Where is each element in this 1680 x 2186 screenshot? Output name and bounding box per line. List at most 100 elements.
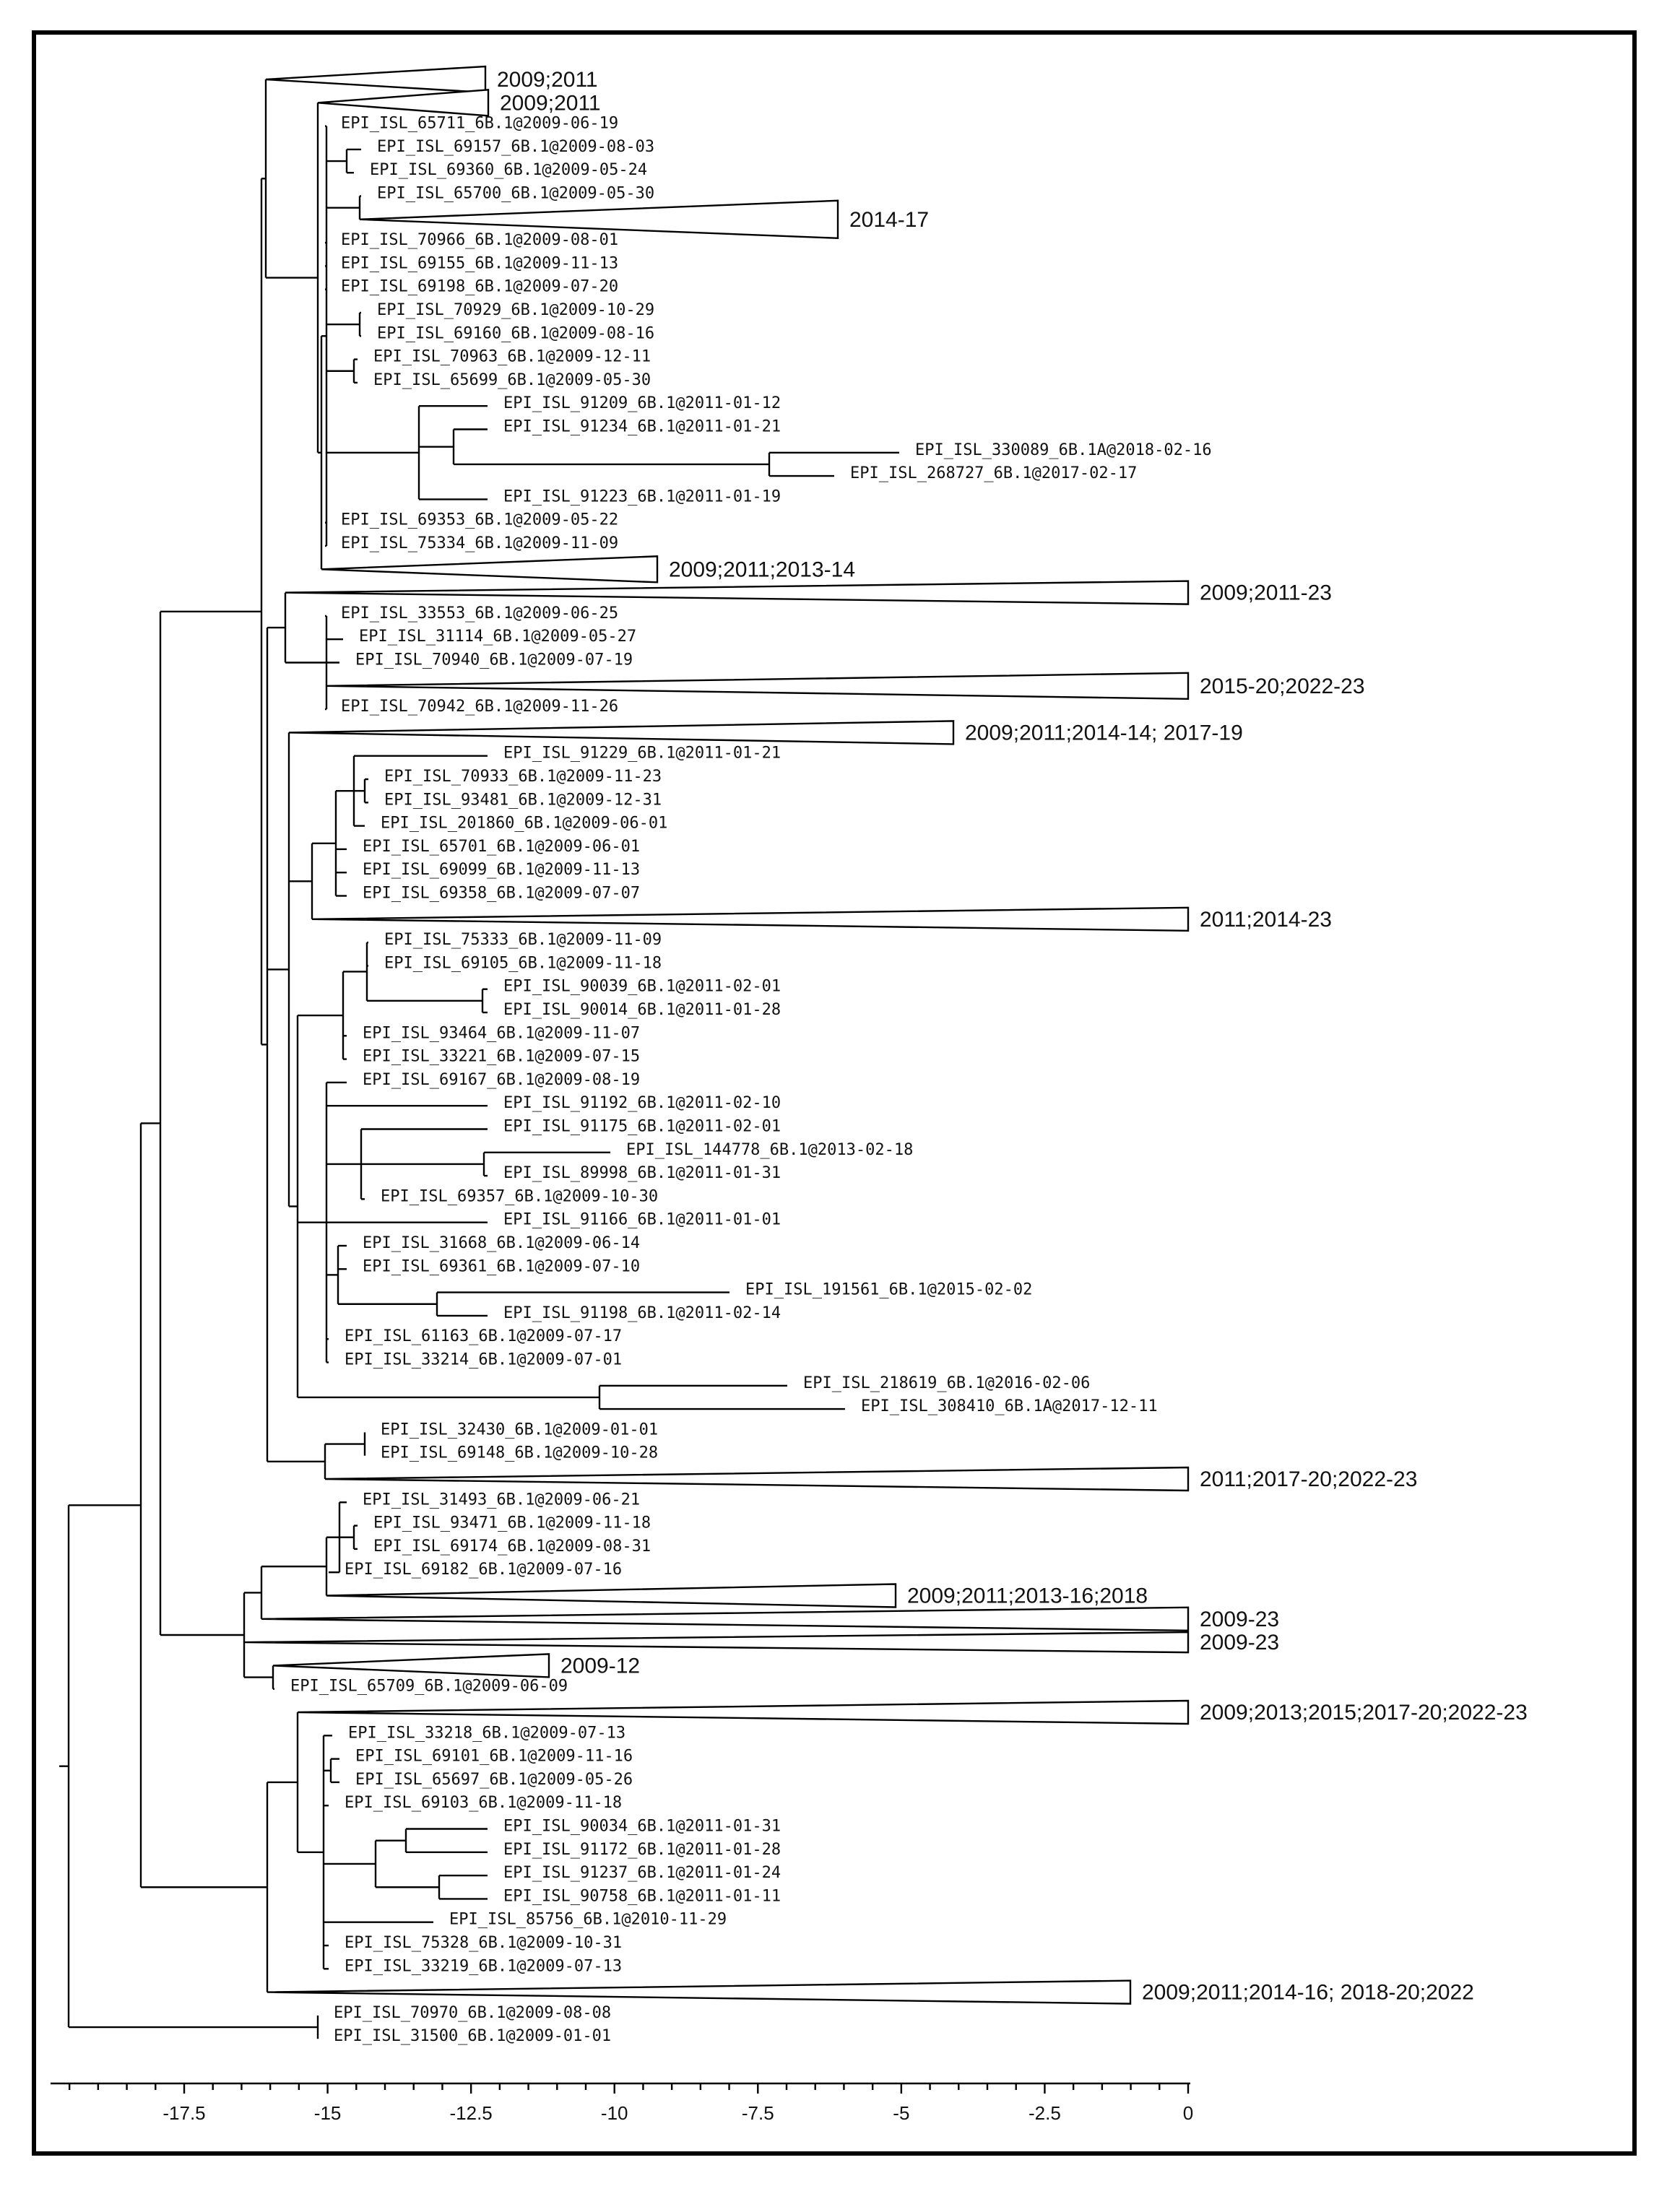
leaf-label: EPI_ISL_70940_6B.1@2009-07-19	[355, 651, 633, 669]
clade-label: 2009;2013;2015;2017-20;2022-23	[1200, 1701, 1528, 1725]
leaf-label: EPI_ISL_32430_6B.1@2009-01-01	[381, 1421, 658, 1439]
axis-tick-label: -17.5	[163, 2102, 205, 2124]
clade-label: 2009;2011;2014-14; 2017-19	[965, 721, 1243, 745]
leaf-label: EPI_ISL_69198_6B.1@2009-07-20	[341, 278, 618, 296]
leaf-label: EPI_ISL_330089_6B.1A@2018-02-16	[915, 441, 1212, 459]
leaf-label: EPI_ISL_91166_6B.1@2011-01-01	[503, 1211, 781, 1229]
leaf-label: EPI_ISL_191561_6B.1@2015-02-02	[745, 1281, 1032, 1299]
collapsed-clade[interactable]	[326, 1583, 897, 1608]
leaf-label: EPI_ISL_218619_6B.1@2016-02-06	[803, 1374, 1090, 1392]
clade-label: 2009;2011;2013-16;2018	[907, 1584, 1148, 1608]
leaf-label: EPI_ISL_91237_6B.1@2011-01-24	[503, 1864, 781, 1882]
leaf-label: EPI_ISL_65700_6B.1@2009-05-30	[377, 185, 654, 203]
figure-frame	[32, 30, 1637, 2156]
collapsed-clade[interactable]	[297, 1699, 1190, 1725]
clade-label: 2009;2011	[497, 68, 598, 92]
clade-label: 2009;2011;2013-14	[669, 558, 855, 581]
leaf-label: EPI_ISL_33553_6B.1@2009-06-25	[341, 604, 618, 623]
leaf-label: EPI_ISL_33221_6B.1@2009-07-15	[363, 1048, 640, 1066]
leaf-label: EPI_ISL_65701_6B.1@2009-06-01	[363, 838, 640, 856]
leaf-label: EPI_ISL_85756_6B.1@2010-11-29	[449, 1911, 727, 1929]
leaf-label: EPI_ISL_31668_6B.1@2009-06-14	[363, 1234, 640, 1252]
collapsed-clade[interactable]	[317, 89, 490, 117]
leaf-label: EPI_ISL_65697_6B.1@2009-05-26	[355, 1771, 633, 1789]
leaf-label: EPI_ISL_90758_6B.1@2011-01-11	[503, 1887, 781, 1905]
leaf-label: EPI_ISL_90039_6B.1@2011-02-01	[503, 978, 781, 996]
clade-label: 2011;2014-23	[1200, 908, 1332, 932]
leaf-label: EPI_ISL_90014_6B.1@2011-01-28	[503, 1001, 781, 1019]
collapsed-clade[interactable]	[285, 580, 1190, 605]
leaf-label: EPI_ISL_69157_6B.1@2009-08-03	[377, 138, 654, 156]
leaf-label: EPI_ISL_69099_6B.1@2009-11-13	[363, 861, 640, 879]
axis-tick-label: -7.5	[742, 2102, 774, 2124]
clade-label: 2009;2011;2014-16; 2018-20;2022	[1142, 1981, 1474, 2005]
leaf-label: EPI_ISL_91175_6B.1@2011-02-01	[503, 1118, 781, 1136]
collapsed-clade[interactable]	[326, 672, 1190, 701]
clade-label: 2009;2011	[500, 91, 601, 115]
leaf-label: EPI_ISL_91223_6B.1@2011-01-19	[503, 487, 781, 506]
leaf-label: EPI_ISL_69101_6B.1@2009-11-16	[355, 1748, 633, 1766]
collapsed-clade[interactable]	[324, 1466, 1190, 1492]
collapsed-clade[interactable]	[359, 199, 839, 240]
axis-tick-label: -12.5	[450, 2102, 493, 2124]
leaf-label: EPI_ISL_65709_6B.1@2009-06-09	[290, 1678, 568, 1696]
leaf-label: EPI_ISL_75328_6B.1@2009-10-31	[345, 1934, 622, 1952]
leaf-label: EPI_ISL_91198_6B.1@2011-02-14	[503, 1304, 781, 1322]
leaf-label: EPI_ISL_61163_6B.1@2009-07-17	[345, 1327, 622, 1345]
leaf-label: EPI_ISL_91209_6B.1@2011-01-12	[503, 394, 781, 412]
leaf-label: EPI_ISL_69155_6B.1@2009-11-13	[341, 254, 618, 272]
leaf-label: EPI_ISL_75333_6B.1@2009-11-09	[384, 931, 662, 949]
clade-label: 2011;2017-20;2022-23	[1200, 1467, 1417, 1491]
collapsed-clade[interactable]	[321, 555, 659, 584]
axis-tick-label: -2.5	[1029, 2102, 1061, 2124]
collapsed-clade[interactable]	[267, 1979, 1132, 2005]
leaf-label: EPI_ISL_65699_6B.1@2009-05-30	[373, 371, 651, 389]
leaf-label: EPI_ISL_91172_6B.1@2011-01-28	[503, 1841, 781, 1859]
collapsed-clade[interactable]	[261, 1606, 1190, 1632]
leaf-label: EPI_ISL_93481_6B.1@2009-12-31	[384, 791, 662, 809]
leaf-label: EPI_ISL_31114_6B.1@2009-05-27	[359, 628, 636, 646]
leaf-label: EPI_ISL_201860_6B.1@2009-06-01	[381, 815, 667, 833]
collapsed-clade[interactable]	[265, 65, 487, 94]
leaf-label: EPI_ISL_91229_6B.1@2011-01-21	[503, 745, 781, 763]
leaf-label: EPI_ISL_70929_6B.1@2009-10-29	[377, 301, 654, 319]
leaf-label: EPI_ISL_69160_6B.1@2009-08-16	[377, 324, 654, 342]
leaf-label: EPI_ISL_69167_6B.1@2009-08-19	[363, 1071, 640, 1089]
axis-tick-label: -10	[601, 2102, 628, 2124]
collapsed-clade[interactable]	[311, 906, 1190, 932]
leaf-label: EPI_ISL_69360_6B.1@2009-05-24	[370, 161, 647, 179]
leaf-label: EPI_ISL_308410_6B.1A@2017-12-11	[861, 1397, 1158, 1415]
leaf-label: EPI_ISL_70942_6B.1@2009-11-26	[341, 698, 618, 716]
collapsed-clade[interactable]	[288, 720, 955, 745]
leaf-label: EPI_ISL_70970_6B.1@2009-08-08	[334, 2004, 611, 2022]
leaf-label: EPI_ISL_144778_6B.1@2013-02-18	[626, 1141, 913, 1159]
leaf-label: EPI_ISL_69174_6B.1@2009-08-31	[373, 1537, 651, 1556]
clade-label: 2015-20;2022-23	[1200, 675, 1365, 698]
leaf-label: EPI_ISL_70966_6B.1@2009-08-01	[341, 231, 618, 249]
leaf-label: EPI_ISL_69357_6B.1@2009-10-30	[381, 1187, 658, 1205]
leaf-label: EPI_ISL_90034_6B.1@2011-01-31	[503, 1818, 781, 1836]
leaf-label: EPI_ISL_65711_6B.1@2009-06-19	[341, 115, 618, 133]
collapsed-clade[interactable]	[272, 1653, 550, 1678]
leaf-label: EPI_ISL_69105_6B.1@2009-11-18	[384, 954, 662, 972]
leaf-label: EPI_ISL_93464_6B.1@2009-11-07	[363, 1024, 640, 1042]
clade-label: 2009-12	[560, 1654, 640, 1678]
leaf-label: EPI_ISL_93471_6B.1@2009-11-18	[373, 1514, 651, 1532]
axis-tick-label: -5	[893, 2102, 909, 2124]
collapsed-clade[interactable]	[243, 1631, 1190, 1654]
leaf-label: EPI_ISL_268727_6B.1@2017-02-17	[850, 464, 1137, 482]
leaf-label: EPI_ISL_69353_6B.1@2009-05-22	[341, 511, 618, 529]
leaf-label: EPI_ISL_31493_6B.1@2009-06-21	[363, 1491, 640, 1509]
leaf-label: EPI_ISL_89998_6B.1@2011-01-31	[503, 1164, 781, 1182]
leaf-label: EPI_ISL_75334_6B.1@2009-11-09	[341, 534, 618, 552]
clade-label: 2009;2011-23	[1200, 581, 1332, 605]
clade-label: 2009-23	[1200, 1608, 1279, 1631]
leaf-label: EPI_ISL_69358_6B.1@2009-07-07	[363, 885, 640, 903]
axis-tick-label: 0	[1183, 2102, 1193, 2124]
clade-label: 2009-23	[1200, 1631, 1279, 1654]
leaf-label: EPI_ISL_33214_6B.1@2009-07-01	[345, 1351, 622, 1369]
axis-tick-label: -15	[314, 2102, 342, 2124]
leaf-label: EPI_ISL_69103_6B.1@2009-11-18	[345, 1794, 622, 1812]
leaf-label: EPI_ISL_33218_6B.1@2009-07-13	[348, 1724, 625, 1742]
